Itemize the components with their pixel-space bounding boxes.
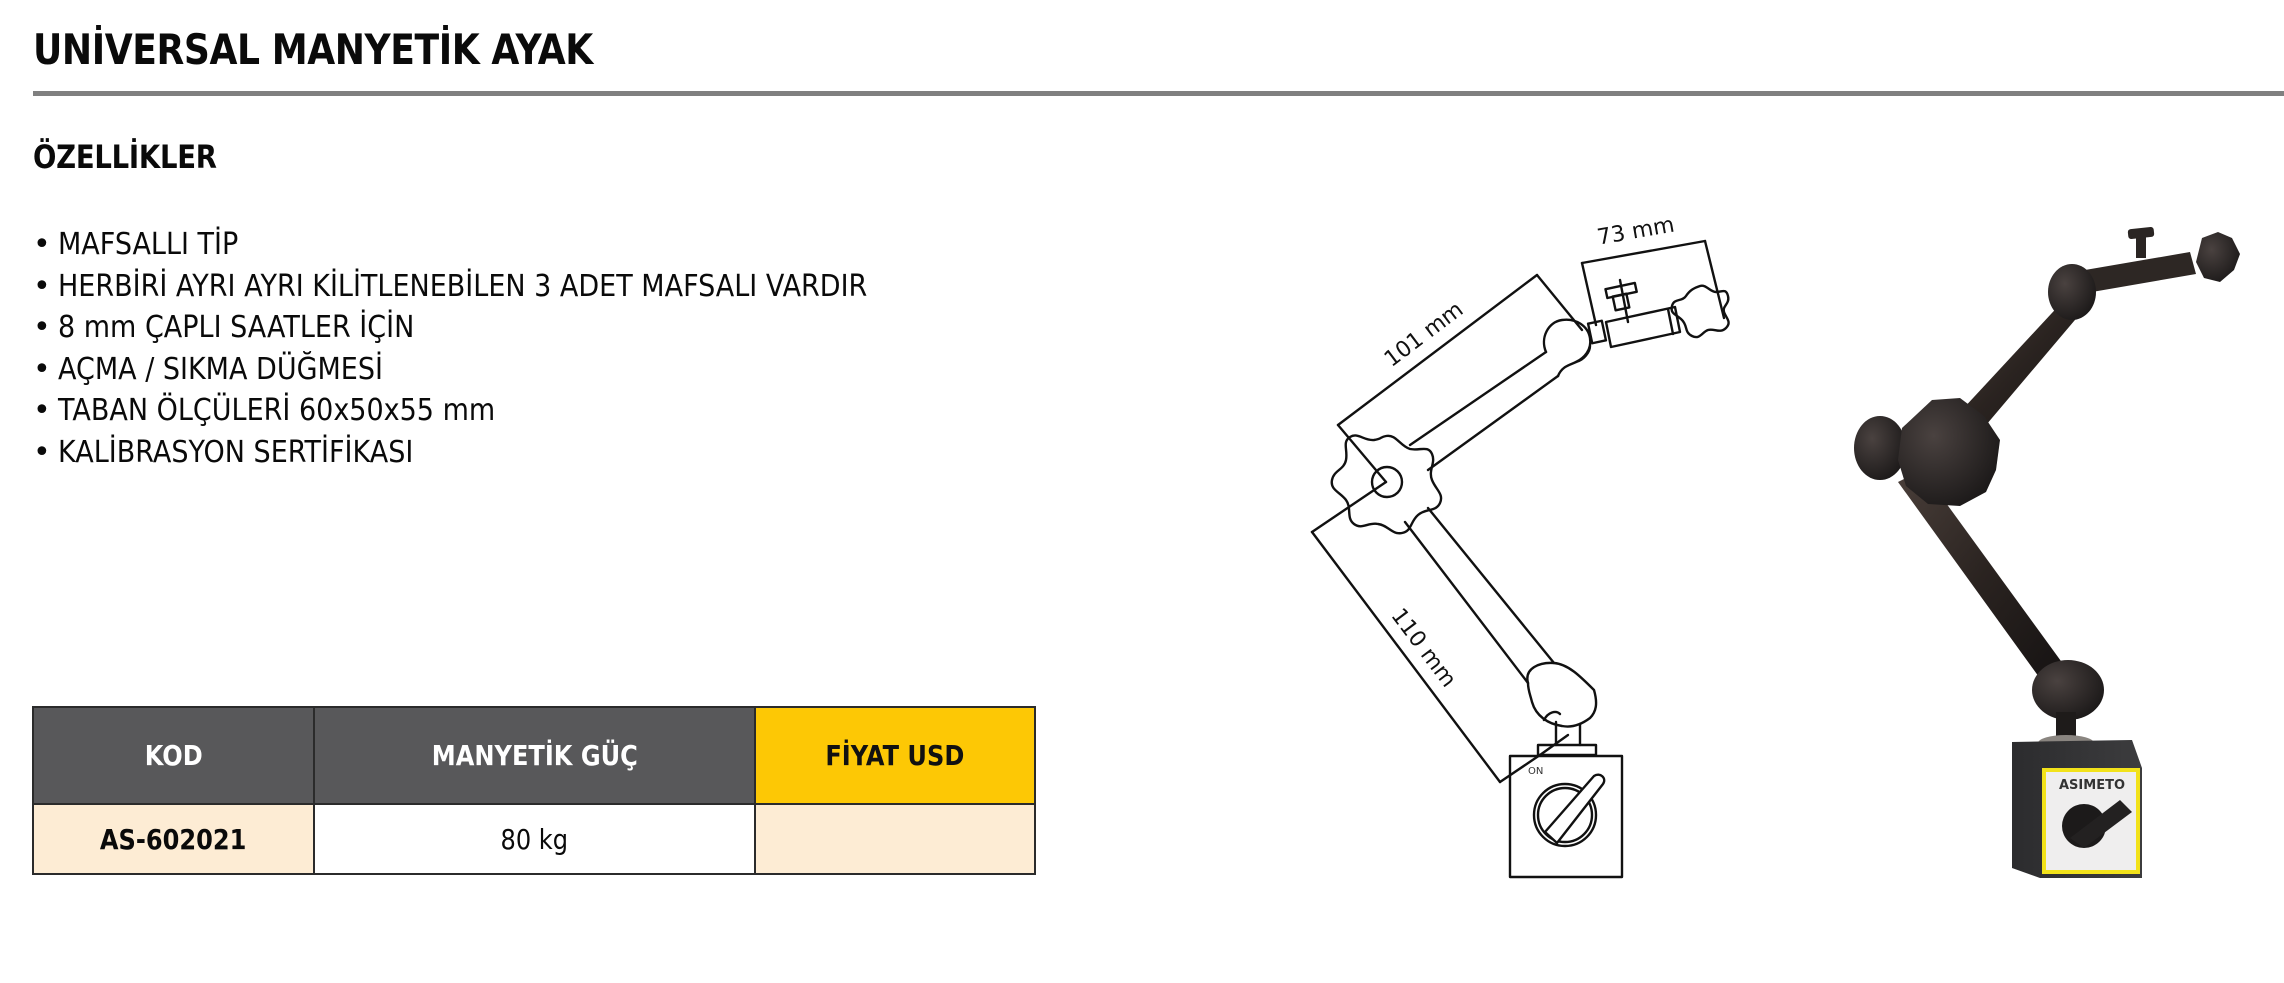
bullet-icon: •: [33, 227, 51, 262]
photo-knob-ball: [1854, 416, 1906, 480]
title-divider: [33, 91, 2284, 96]
table-header-row: KOD MANYETİK GÜÇ FİYAT USD: [32, 706, 1036, 805]
lower-arm: [1403, 520, 1530, 685]
photo-clamp-screw-stem: [2136, 236, 2146, 258]
feature-item: •AÇMA / SIKMA DÜĞMESİ: [33, 349, 957, 391]
feature-item: •MAFSALLI TİP: [33, 224, 957, 266]
header-magnetic-force: MANYETİK GÜÇ: [313, 706, 756, 805]
extension-line: [1703, 239, 1726, 320]
bullet-icon: •: [33, 268, 51, 304]
bullet-icon: •: [33, 310, 51, 345]
photo-lower-arm: [1898, 470, 2066, 684]
brand-logo: ASIMETO: [2059, 778, 2125, 793]
bullet-icon: •: [33, 393, 51, 428]
nut: [1586, 319, 1608, 345]
dimension-line-lower-arm: [1310, 530, 1502, 784]
upper-arm: [1408, 350, 1548, 447]
bullet-icon: •: [33, 351, 51, 387]
clamp-star-knob-icon: [1670, 284, 1730, 339]
header-code: KOD: [32, 706, 315, 805]
clamp-bar: [1604, 305, 1682, 349]
features-heading: ÖZELLİKLER: [33, 138, 217, 176]
star-knob-icon: [1330, 434, 1443, 535]
features-list: •MAFSALLI TİP •HERBİRİ AYRI AYRI KİLİTLE…: [33, 224, 957, 473]
photo-star-knob: [1898, 398, 2000, 506]
switch-dial-inner: [1536, 786, 1594, 844]
feature-item: •HERBİRİ AYRI AYRI KİLİTLENEBİLEN 3 ADET…: [33, 266, 957, 308]
lower-joint: [1526, 661, 1598, 728]
switch-on-label: ON: [1528, 766, 1543, 777]
extension-line: [1498, 753, 1542, 784]
feature-item: •8 mm ÇAPLI SAATLER İÇİN: [33, 307, 957, 349]
spec-table: KOD MANYETİK GÜÇ FİYAT USD AS-602021 80 …: [32, 706, 1036, 875]
photo-upper-arm: [1948, 300, 2080, 444]
feature-item: •TABAN ÖLÇÜLERİ 60x50x55 mm: [33, 390, 957, 432]
switch-dial: [1532, 782, 1598, 848]
knob-center-circle: [1370, 465, 1404, 499]
head-joint-detail: [1574, 344, 1592, 364]
cell-code: AS-602021: [32, 803, 315, 875]
photo-clamp-knob: [2196, 232, 2240, 282]
cell-magnetic-force: 80 kg: [313, 803, 756, 875]
photo-lower-joint: [2032, 660, 2104, 720]
cell-price: [754, 803, 1036, 875]
clamp-screw-body: [1611, 292, 1631, 312]
photo-switch-lever: [2070, 800, 2132, 848]
table-row: AS-602021 80 kg: [32, 803, 1036, 875]
lower-joint-detail: [1542, 710, 1562, 722]
clamp-screw-axis: [1618, 278, 1630, 324]
dimension-line-clamp: [1580, 239, 1707, 265]
bullet-icon: •: [33, 434, 51, 470]
photo-neck: [2056, 712, 2076, 742]
clamp-bar-detail: [1666, 307, 1675, 336]
header-price-usd: FİYAT USD: [754, 706, 1036, 805]
feature-item: •KALİBRASYON SERTİFİKASI: [33, 432, 957, 474]
magnetic-base: [1508, 754, 1624, 879]
dimension-line-upper-arm: [1336, 273, 1539, 427]
photo-clamp-bar: [2085, 252, 2196, 292]
lower-arm: [1426, 506, 1556, 665]
upper-arm: [1426, 374, 1560, 472]
extension-line: [1580, 261, 1598, 327]
extension-line: [1336, 423, 1388, 484]
page-title: UNİVERSAL MANYETİK AYAK: [33, 25, 593, 74]
photo-head-joint: [2048, 264, 2096, 320]
photo-clamp-screw: [2127, 226, 2155, 240]
switch-lever-icon: [1543, 773, 1606, 845]
